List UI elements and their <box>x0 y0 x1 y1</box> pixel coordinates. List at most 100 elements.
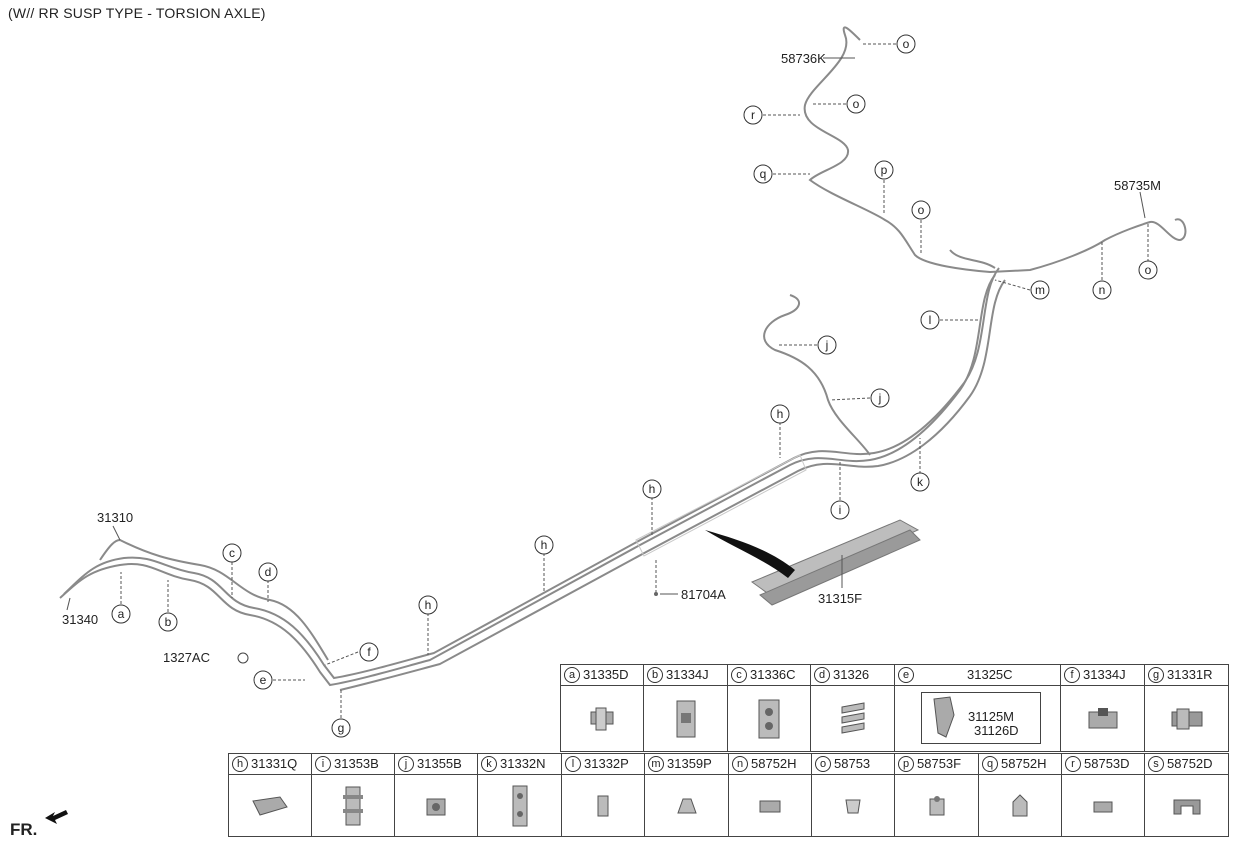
callout-c: c <box>222 543 242 563</box>
clip-a-icon <box>590 707 614 730</box>
callout-o-2: o <box>896 34 916 54</box>
clip-c-icon <box>758 699 780 738</box>
label-58736k: 58736K <box>781 51 826 66</box>
svg-text:i: i <box>839 503 842 517</box>
svg-text:e: e <box>260 673 267 687</box>
legend-o-image <box>811 774 895 837</box>
callout-d: d <box>258 562 278 582</box>
label-31340: 31340 <box>62 612 98 627</box>
callout-h-4: h <box>770 404 790 424</box>
svg-text:h: h <box>777 407 784 421</box>
svg-text:f: f <box>367 645 371 659</box>
callout-k: k <box>910 472 930 492</box>
legend-j-image <box>394 774 478 837</box>
legend-d-image <box>810 685 895 752</box>
clip-k-icon <box>512 785 527 826</box>
callout-o-1: o <box>1138 260 1158 280</box>
clip-d-icon <box>841 701 864 734</box>
svg-text:c: c <box>229 546 235 560</box>
legend-s-image <box>1144 774 1229 837</box>
callout-g: g <box>331 718 351 738</box>
callout-o-4: o <box>911 200 931 220</box>
clip-l-icon <box>597 795 609 816</box>
clip-n-icon <box>759 800 781 812</box>
label-58735m: 58735M <box>1114 178 1161 193</box>
clip-r-icon <box>1093 801 1113 812</box>
legend-i-image <box>311 774 395 837</box>
svg-text:m: m <box>1035 283 1045 297</box>
clip-h-icon <box>252 795 288 816</box>
leader-lines <box>66 43 1149 718</box>
svg-text:k: k <box>917 475 924 489</box>
part-number-labels: 31310 31340 1327AC 58736K 58735M 81704A … <box>62 51 1161 665</box>
clip-g-icon <box>1171 708 1202 729</box>
svg-text:o: o <box>903 37 910 51</box>
legend-e-sub-1: 31125M <box>968 709 1015 724</box>
bracket-e-icon <box>933 696 955 738</box>
callout-r: r <box>743 105 763 125</box>
svg-text:r: r <box>751 108 755 122</box>
label-1327ac: 1327AC <box>163 650 210 665</box>
svg-text:o: o <box>1145 263 1152 277</box>
legend-e-sub-2: 31126D <box>974 723 1019 738</box>
clip-i-icon <box>343 786 363 825</box>
svg-text:a: a <box>118 607 125 621</box>
clip-1327ac-icon <box>237 652 249 664</box>
callout-q: q <box>753 164 773 184</box>
under-cover-plate <box>705 519 921 606</box>
legend-r-image <box>1061 774 1145 837</box>
clip-m-icon <box>676 798 697 813</box>
legend-c-image <box>727 685 811 752</box>
callout-h-3: h <box>642 479 662 499</box>
svg-text:g: g <box>338 721 345 735</box>
fuel-brake-lines <box>59 26 1187 691</box>
svg-text:o: o <box>853 97 860 111</box>
callout-b: b <box>158 612 178 632</box>
svg-text:h: h <box>649 482 656 496</box>
legend-k-image <box>477 774 562 837</box>
label-31315f: 31315F <box>818 591 862 606</box>
legend-h-image <box>228 774 312 837</box>
clip-f-icon <box>1088 707 1117 728</box>
callout-o-3: o <box>846 94 866 114</box>
svg-text:o: o <box>918 203 925 217</box>
legend-n-image <box>728 774 812 837</box>
svg-text:p: p <box>881 163 888 177</box>
callout-p: p <box>874 160 894 180</box>
callout-j-1: j <box>817 335 837 355</box>
clip-j-icon <box>426 798 446 815</box>
legend-f-image <box>1060 685 1145 752</box>
clip-b-icon <box>676 700 695 737</box>
callout-i: i <box>830 500 850 520</box>
front-arrow-icon <box>45 810 68 824</box>
clip-s-icon <box>1173 799 1200 814</box>
callout-e: e <box>253 670 273 690</box>
callout-n: n <box>1092 280 1112 300</box>
callout-markers: a b c d e f g h h h h i j j k l m n o o … <box>111 34 1158 738</box>
legend-l-image <box>561 774 645 837</box>
bolt-81704a-icon <box>654 592 658 596</box>
legend-q-image <box>978 774 1062 837</box>
svg-text:j: j <box>878 391 882 405</box>
diagram-header: (W// RR SUSP TYPE - TORSION AXLE) <box>8 5 266 21</box>
svg-text:l: l <box>929 313 932 327</box>
legend-a-image <box>560 685 644 752</box>
